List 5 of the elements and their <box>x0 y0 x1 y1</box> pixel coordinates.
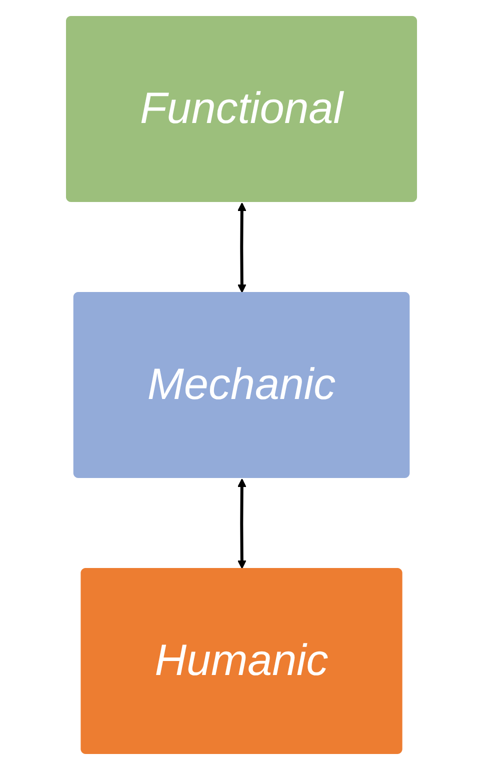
node-box: Humanic <box>81 568 403 754</box>
node-box: Functional <box>66 16 418 202</box>
node-box: Mechanic <box>74 292 410 478</box>
arrow <box>238 478 247 569</box>
arrow <box>238 202 247 293</box>
